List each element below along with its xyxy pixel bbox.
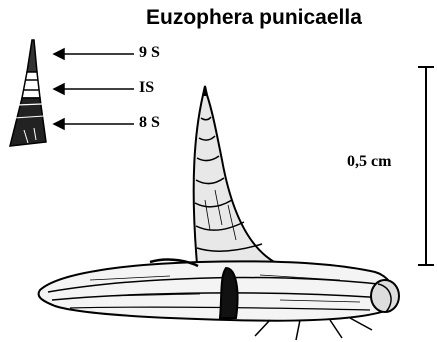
scale-bar — [418, 67, 434, 265]
figure-title: Euzophera punicaella — [146, 6, 362, 30]
label-is: IS — [139, 79, 154, 97]
label-arrows — [54, 49, 134, 129]
label-9s: 9 S — [139, 44, 160, 62]
insect-wings — [39, 259, 399, 320]
scale-bar-label: 0,5 cm — [347, 153, 391, 171]
label-8s: 8 S — [139, 114, 160, 132]
insect-abdomen — [194, 86, 278, 264]
abdomen-tip-detail — [10, 40, 46, 146]
